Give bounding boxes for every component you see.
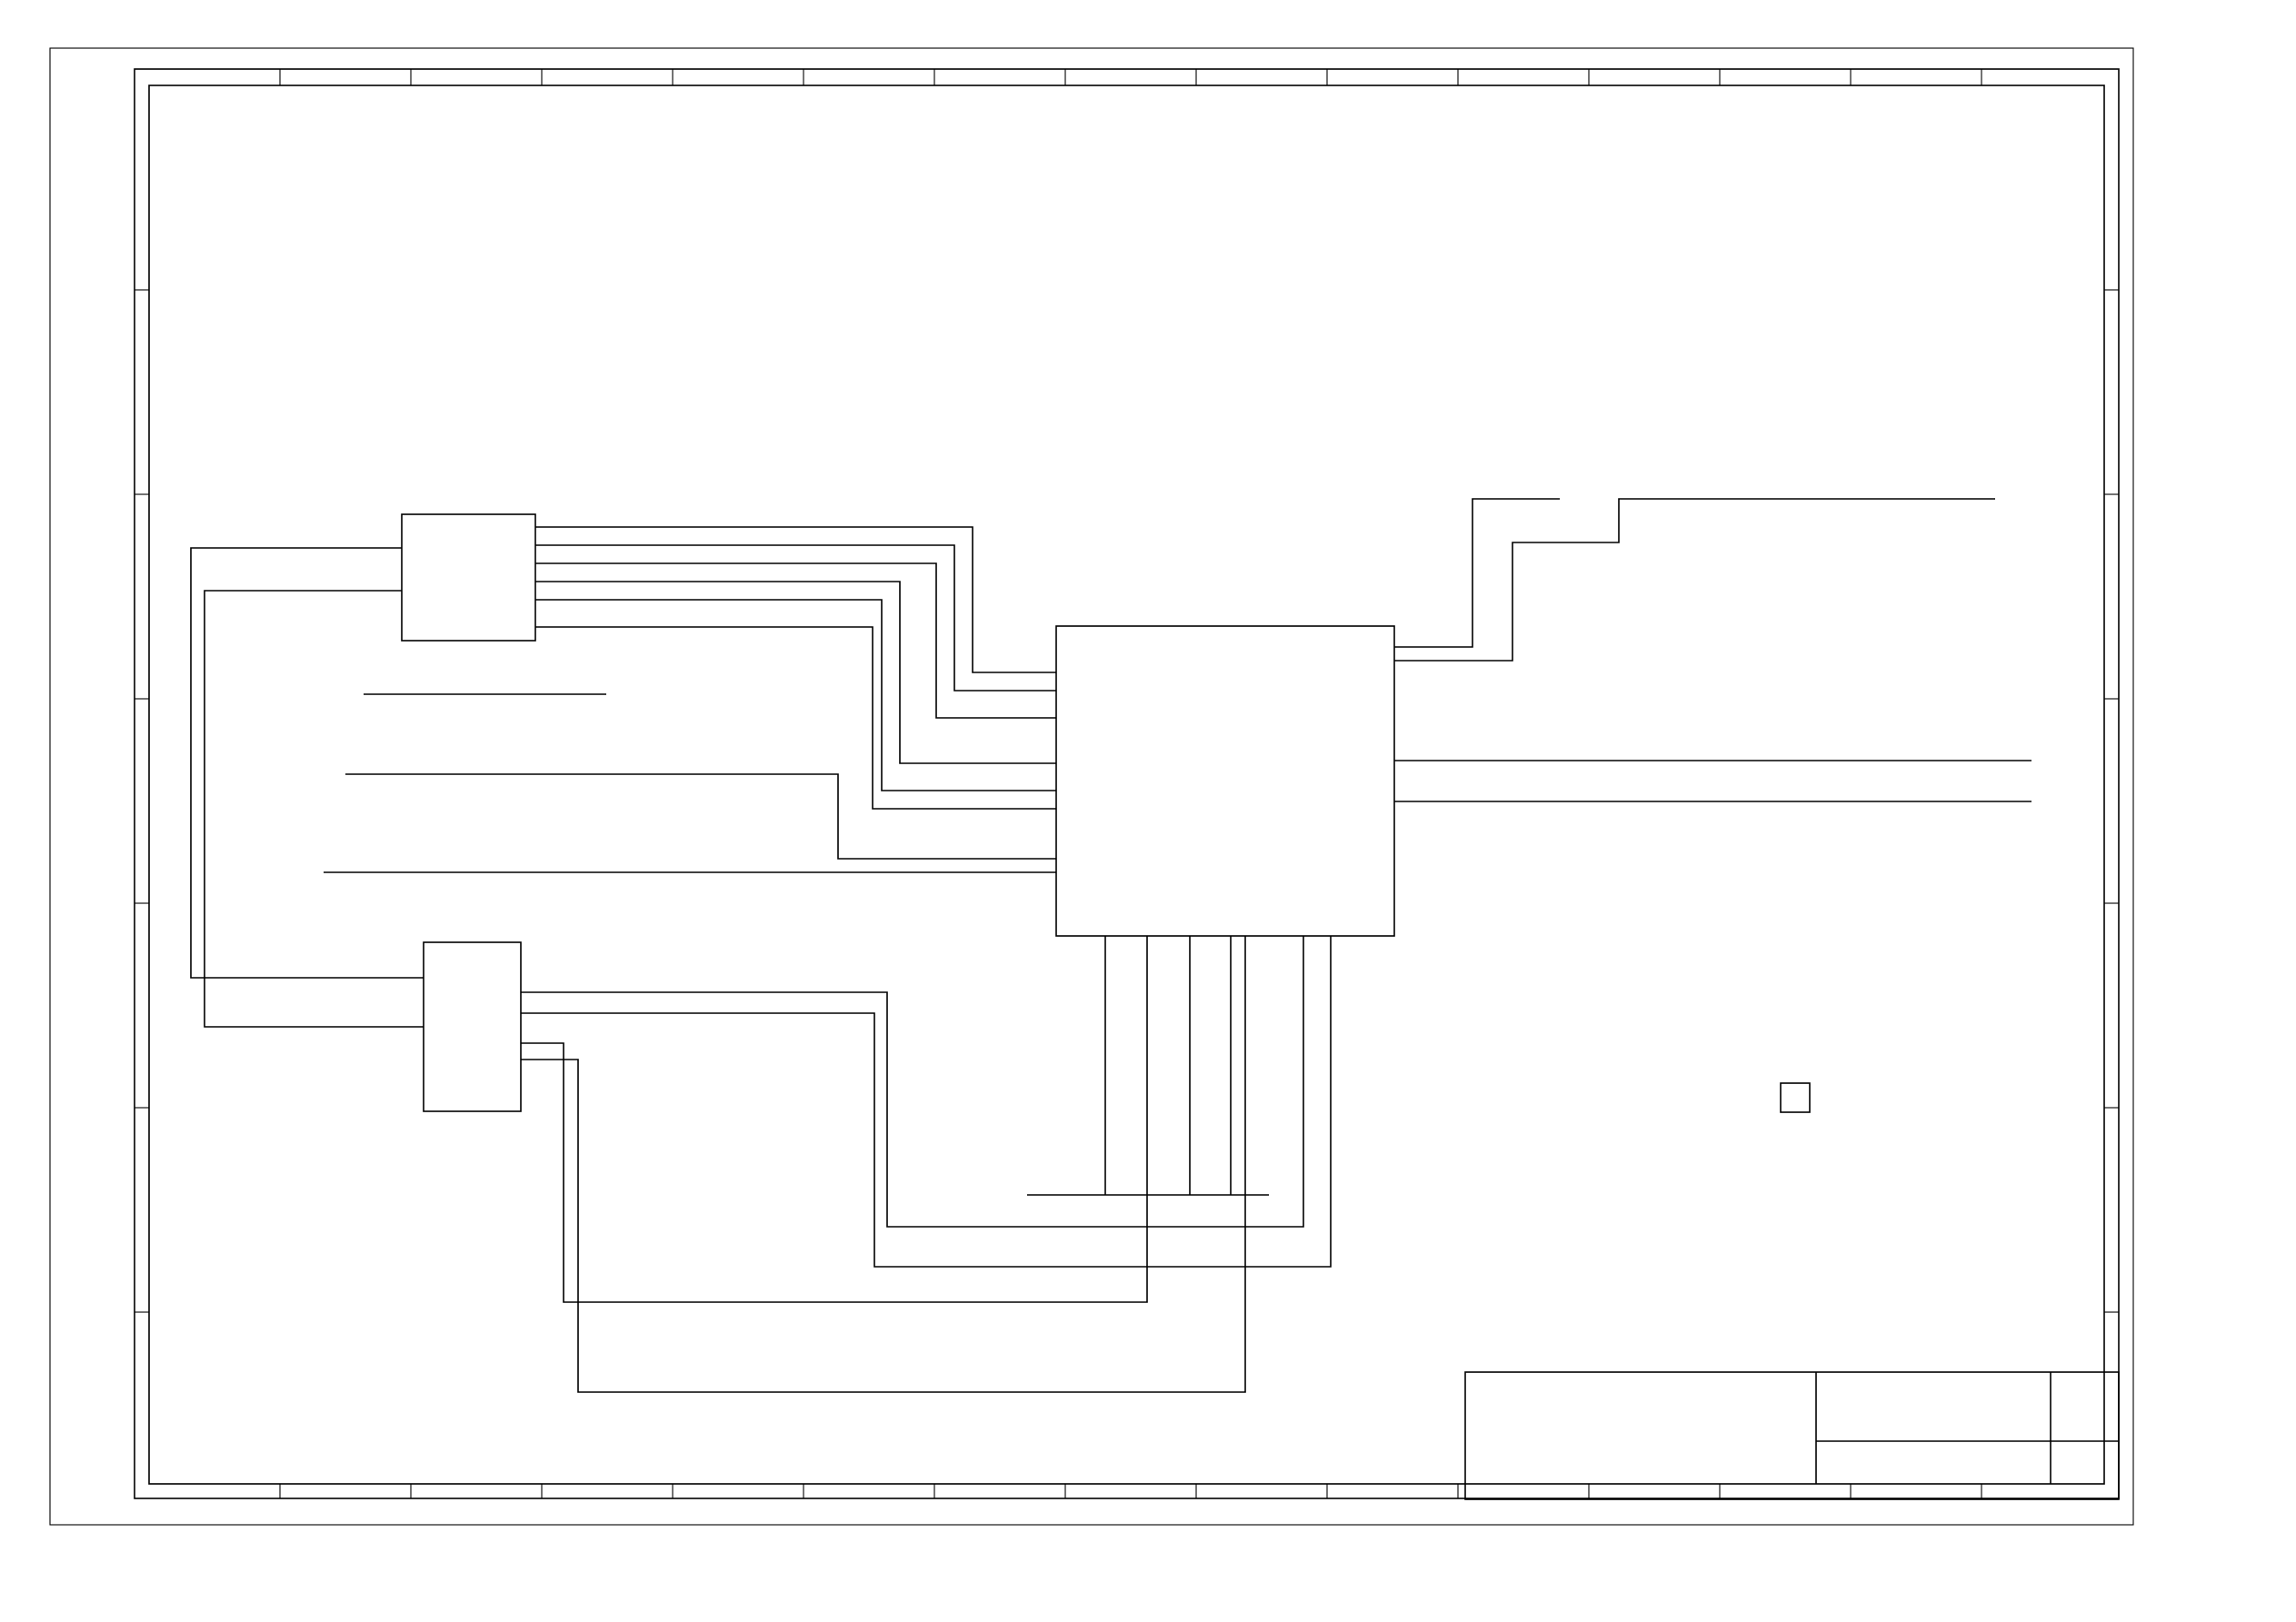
upper-left-side-wiring bbox=[190, 547, 606, 1028]
inner-frame bbox=[148, 85, 2105, 1485]
ic-main bbox=[1055, 625, 1395, 937]
outer-frame bbox=[134, 68, 2120, 1499]
ic-lower-left bbox=[423, 941, 522, 1112]
ic-upper-left bbox=[401, 513, 536, 642]
bus-upper-left-to-main bbox=[535, 526, 1056, 810]
main-right-wiring bbox=[1394, 498, 2031, 802]
bus-lower-left-to-main bbox=[324, 773, 1332, 1393]
connector-right bbox=[1780, 1082, 1811, 1113]
paper-edge bbox=[49, 47, 2134, 1526]
zone-marks bbox=[135, 69, 2119, 1498]
ground-bus bbox=[1027, 936, 1269, 1196]
title-block bbox=[1464, 1371, 2120, 1500]
